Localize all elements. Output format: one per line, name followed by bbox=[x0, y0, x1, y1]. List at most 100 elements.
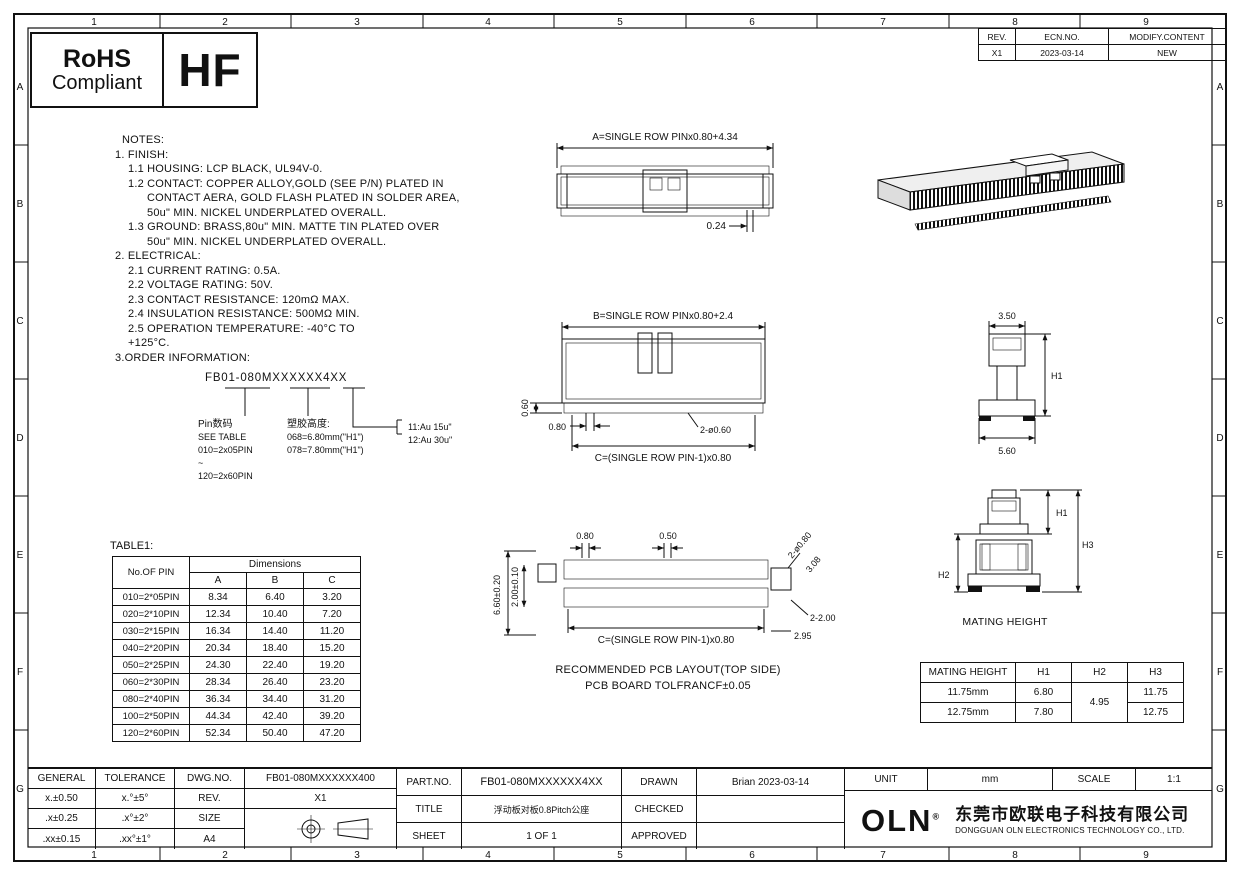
checked-value bbox=[697, 796, 845, 823]
revision-table: REV. ECN.NO. MODIFY.CONTENT X1 2023-03-1… bbox=[978, 28, 1226, 61]
company-area: OLN® 东莞市欧联电子科技有限公司 DONGGUAN OLN ELECTRON… bbox=[845, 791, 1212, 849]
table-row: 12.75mm 7.80 12.75 bbox=[920, 702, 1184, 723]
frame-label: 5 bbox=[617, 17, 623, 28]
frame-label: 5 bbox=[617, 850, 623, 861]
drawn-label: DRAWN bbox=[622, 769, 697, 796]
dim-c-label: C=(SINGLE ROW PIN-1)x0.80 bbox=[595, 453, 732, 464]
sheet-value: 1 OF 1 bbox=[462, 823, 622, 849]
pcb-dim-050: 0.50 bbox=[659, 531, 677, 541]
order-part-number: FB01-080MXXXXXX4XX bbox=[205, 372, 348, 384]
note-line: +125°C. bbox=[128, 337, 170, 349]
frame-label: 6 bbox=[749, 17, 755, 28]
frame-label: E bbox=[17, 550, 24, 561]
frame-label: C bbox=[16, 316, 23, 327]
dim-060-label: 0.60 bbox=[520, 399, 530, 417]
company-name-cn: 东莞市欧联电子科技有限公司 bbox=[955, 805, 1190, 825]
frame-label: 7 bbox=[880, 850, 886, 861]
frame-label: F bbox=[17, 667, 23, 678]
frame-label: 3 bbox=[354, 17, 360, 28]
pcb-caption-2: PCB BOARD TOLFRANCF±0.05 bbox=[585, 680, 751, 692]
frame-label: 1 bbox=[91, 850, 97, 861]
frame-label: 6 bbox=[749, 850, 755, 861]
pcb-dim-080: 0.80 bbox=[576, 531, 594, 541]
note-line: 1. FINISH: bbox=[115, 148, 169, 161]
note-line: 3.ORDER INFORMATION: bbox=[115, 351, 251, 364]
tolerance-label: TOLERANCE bbox=[96, 769, 175, 789]
dim-560-label: 5.60 bbox=[998, 446, 1016, 456]
pcb-caption-1: RECOMMENDED PCB LAYOUT(TOP SIDE) bbox=[555, 664, 781, 676]
oln-logo: OLN® bbox=[861, 802, 942, 838]
tolerance-cell: .x°±2° bbox=[96, 809, 175, 829]
mh-col-h2: H2 bbox=[1071, 662, 1128, 683]
tolerance-cell: .xx±0.15 bbox=[28, 829, 96, 849]
frame-label: 8 bbox=[1012, 17, 1018, 28]
frame-label: D bbox=[1216, 433, 1223, 444]
frame-label: 2 bbox=[222, 850, 228, 861]
frame-label: A bbox=[17, 82, 24, 93]
title-value: 浮动板对板0.8Pitch公座 bbox=[462, 796, 622, 823]
mh-col-h1: H1 bbox=[1015, 662, 1072, 683]
pin-legend-line: ~ bbox=[198, 458, 204, 468]
ecn-value: 2023-03-14 bbox=[1015, 44, 1109, 61]
pin-legend-line: 010=2x05PIN bbox=[198, 445, 253, 455]
mating-height-table: MATING HEIGHT H1 H2 H3 11.75mm 6.80 4.95… bbox=[920, 662, 1184, 723]
modify-value: NEW bbox=[1108, 44, 1226, 61]
notes-block: NOTES: 1. FINISH: 1.1 HOUSING: LCP BLACK… bbox=[113, 133, 493, 365]
top-view-drawing: A=SINGLE ROW PINx0.80+4.34 0.24 bbox=[556, 132, 774, 232]
rohs-stamp: RoHS Compliant HF bbox=[30, 32, 258, 108]
note-line: 50u" MIN. NICKEL UNDERPLATED OVERALL. bbox=[147, 206, 387, 219]
frame-coordinates: 1 2 3 4 5 6 7 8 9 1 2 3 4 5 6 7 8 9 A B … bbox=[16, 17, 1224, 861]
note-line: 2.5 OPERATION TEMPERATURE: -40°C TO bbox=[128, 322, 355, 335]
mating-height-caption: MATING HEIGHT bbox=[962, 616, 1048, 628]
frame-label: 8 bbox=[1012, 850, 1018, 861]
hf-code: HF bbox=[162, 34, 256, 106]
mating-height-drawing: H1 H3 H2 bbox=[938, 489, 1094, 593]
plastic-legend-line: 068=6.80mm("H1") bbox=[287, 432, 364, 442]
pcb-dim-295: 2.95 bbox=[794, 631, 812, 641]
note-line: CONTACT AERA, GOLD FLASH PLATED IN SOLDE… bbox=[147, 192, 460, 204]
pin-legend-title: Pin数码 bbox=[198, 419, 233, 430]
pcb-dim-200: 2.00±0.10 bbox=[510, 567, 520, 607]
dim-hole-label: 2-ø0.60 bbox=[700, 425, 731, 435]
tolerance-cell: .x±0.25 bbox=[28, 809, 96, 829]
frame-ticks bbox=[14, 14, 1226, 861]
frame-label: 2 bbox=[222, 17, 228, 28]
part-no-value: FB01-080MXXXXXX4XX bbox=[462, 769, 622, 796]
general-label: GENERAL bbox=[28, 769, 96, 789]
approved-label: APPROVED bbox=[622, 823, 697, 849]
frame-label: 4 bbox=[485, 850, 491, 861]
title-label: TITLE bbox=[397, 796, 462, 823]
frame-label: 7 bbox=[880, 17, 886, 28]
unit-value: mm bbox=[928, 769, 1053, 791]
note-line: 1.2 CONTACT: COPPER ALLOY,GOLD (SEE P/N)… bbox=[128, 177, 444, 190]
dim-350-label: 3.50 bbox=[998, 311, 1016, 321]
part-no-label: PART.NO. bbox=[397, 769, 462, 796]
table-row: 11.75mm 6.80 4.95 11.75 bbox=[920, 682, 1184, 723]
col-header-a: A bbox=[189, 572, 247, 589]
rev-value: X1 bbox=[245, 789, 397, 809]
notes-title: NOTES: bbox=[122, 134, 165, 146]
scale-label: SCALE bbox=[1053, 769, 1136, 791]
note-line: 50u" MIN. NICKEL UNDERPLATED OVERALL. bbox=[147, 235, 387, 248]
pcb-dim-308: 3.08 bbox=[804, 554, 823, 574]
modify-col-header: MODIFY.CONTENT bbox=[1108, 28, 1226, 45]
pcb-layout-drawing: 0.80 0.50 2-ø0.80 3.08 6.60±0.20 2.00±0.… bbox=[492, 530, 836, 646]
frame-label: G bbox=[16, 784, 24, 795]
mating-h2-label: H2 bbox=[938, 570, 950, 580]
frame-label: 3 bbox=[354, 850, 360, 861]
frame-label: A bbox=[1217, 82, 1224, 93]
size-value: A4 bbox=[175, 829, 245, 849]
note-line: 2.4 INSULATION RESISTANCE: 500MΩ MIN. bbox=[128, 308, 360, 320]
pin-legend-line: SEE TABLE bbox=[198, 432, 247, 442]
approved-value bbox=[697, 823, 845, 849]
col-header-c: C bbox=[303, 572, 361, 589]
registered-mark: ® bbox=[932, 811, 942, 822]
